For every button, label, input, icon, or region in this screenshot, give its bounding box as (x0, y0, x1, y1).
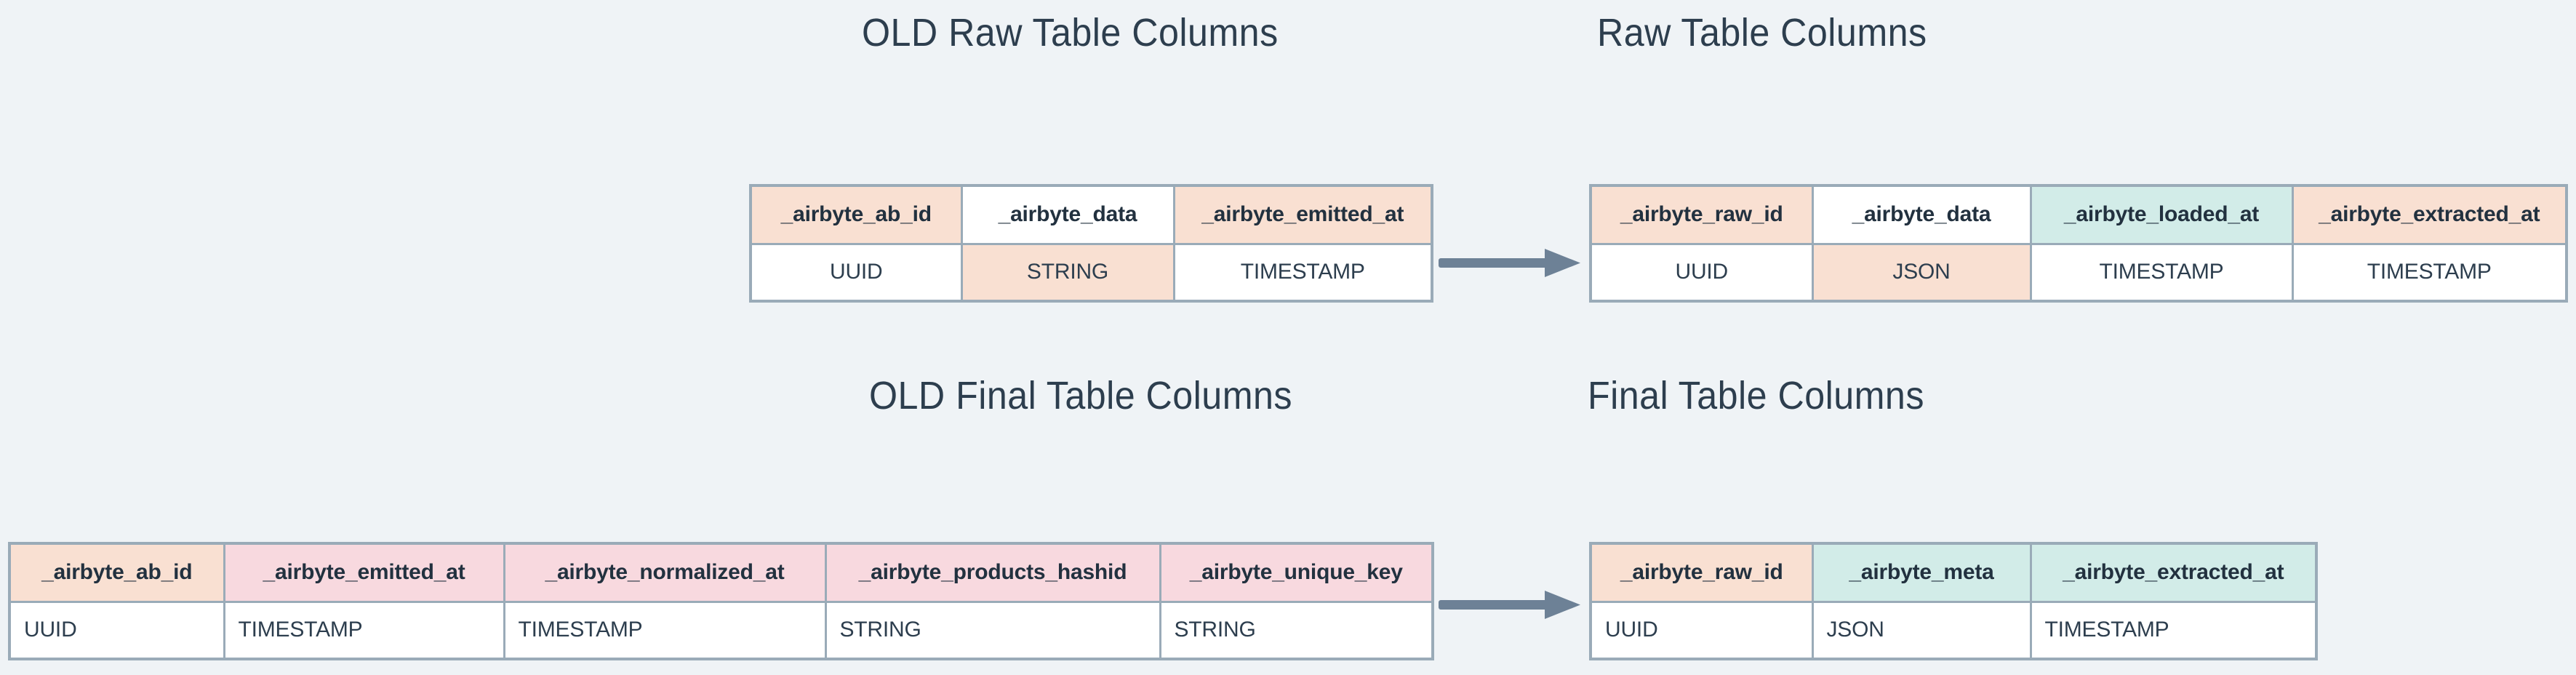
old-raw-table-header-row: _airbyte_ab_id _airbyte_data _airbyte_em… (749, 184, 1433, 245)
final-type-cell-1: JSON (1811, 600, 2032, 660)
old-raw-type-cell-2: TIMESTAMP (1172, 242, 1433, 303)
old-final-table: _airbyte_ab_id _airbyte_emitted_at _airb… (8, 542, 1434, 660)
old-final-type-cell-2: TIMESTAMP (503, 600, 827, 660)
final-header-cell-1: _airbyte_meta (1811, 542, 2032, 603)
old-raw-table-type-row: UUID STRING TIMESTAMP (749, 242, 1433, 303)
title-final-table-columns: Final Table Columns (1588, 374, 1924, 418)
final-transition-arrow (1439, 591, 1580, 619)
title-raw-table-columns: Raw Table Columns (1597, 11, 1927, 55)
raw-table-header-row: _airbyte_raw_id _airbyte_data _airbyte_l… (1589, 184, 2568, 245)
title-old-raw-table-columns: OLD Raw Table Columns (862, 11, 1279, 55)
raw-transition-arrow (1439, 249, 1580, 277)
raw-header-cell-3: _airbyte_extracted_at (2291, 184, 2568, 245)
final-type-cell-0: UUID (1589, 600, 1814, 660)
final-header-cell-0: _airbyte_raw_id (1589, 542, 1814, 603)
raw-header-cell-2: _airbyte_loaded_at (2029, 184, 2294, 245)
raw-header-cell-1: _airbyte_data (1811, 184, 2032, 245)
old-final-header-cell-1: _airbyte_emitted_at (223, 542, 505, 603)
old-raw-table: _airbyte_ab_id _airbyte_data _airbyte_em… (749, 184, 1433, 303)
raw-header-cell-0: _airbyte_raw_id (1589, 184, 1814, 245)
final-table-type-row: UUID JSON TIMESTAMP (1589, 600, 2318, 660)
old-final-table-header-row: _airbyte_ab_id _airbyte_emitted_at _airb… (8, 542, 1434, 603)
raw-table: _airbyte_raw_id _airbyte_data _airbyte_l… (1589, 184, 2568, 303)
old-raw-header-cell-2: _airbyte_emitted_at (1172, 184, 1433, 245)
final-header-cell-2: _airbyte_extracted_at (2029, 542, 2318, 603)
old-final-header-cell-0: _airbyte_ab_id (8, 542, 225, 603)
final-type-cell-2: TIMESTAMP (2029, 600, 2318, 660)
old-final-type-cell-0: UUID (8, 600, 225, 660)
final-table-header-row: _airbyte_raw_id _airbyte_meta _airbyte_e… (1589, 542, 2318, 603)
raw-type-cell-1: JSON (1811, 242, 2032, 303)
old-final-header-cell-4: _airbyte_unique_key (1159, 542, 1434, 603)
raw-type-cell-0: UUID (1589, 242, 1814, 303)
old-final-type-cell-4: STRING (1159, 600, 1434, 660)
raw-type-cell-2: TIMESTAMP (2029, 242, 2294, 303)
old-raw-header-cell-1: _airbyte_data (960, 184, 1175, 245)
final-table: _airbyte_raw_id _airbyte_meta _airbyte_e… (1589, 542, 2318, 660)
old-final-header-cell-3: _airbyte_products_hashid (824, 542, 1161, 603)
old-final-type-cell-1: TIMESTAMP (223, 600, 505, 660)
old-raw-type-cell-0: UUID (749, 242, 963, 303)
title-old-final-table-columns: OLD Final Table Columns (869, 374, 1292, 418)
old-raw-type-cell-1: STRING (960, 242, 1175, 303)
raw-table-type-row: UUID JSON TIMESTAMP TIMESTAMP (1589, 242, 2568, 303)
old-final-type-cell-3: STRING (824, 600, 1161, 660)
old-final-table-type-row: UUID TIMESTAMP TIMESTAMP STRING STRING (8, 600, 1434, 660)
old-final-header-cell-2: _airbyte_normalized_at (503, 542, 827, 603)
old-raw-header-cell-0: _airbyte_ab_id (749, 184, 963, 245)
raw-type-cell-3: TIMESTAMP (2291, 242, 2568, 303)
